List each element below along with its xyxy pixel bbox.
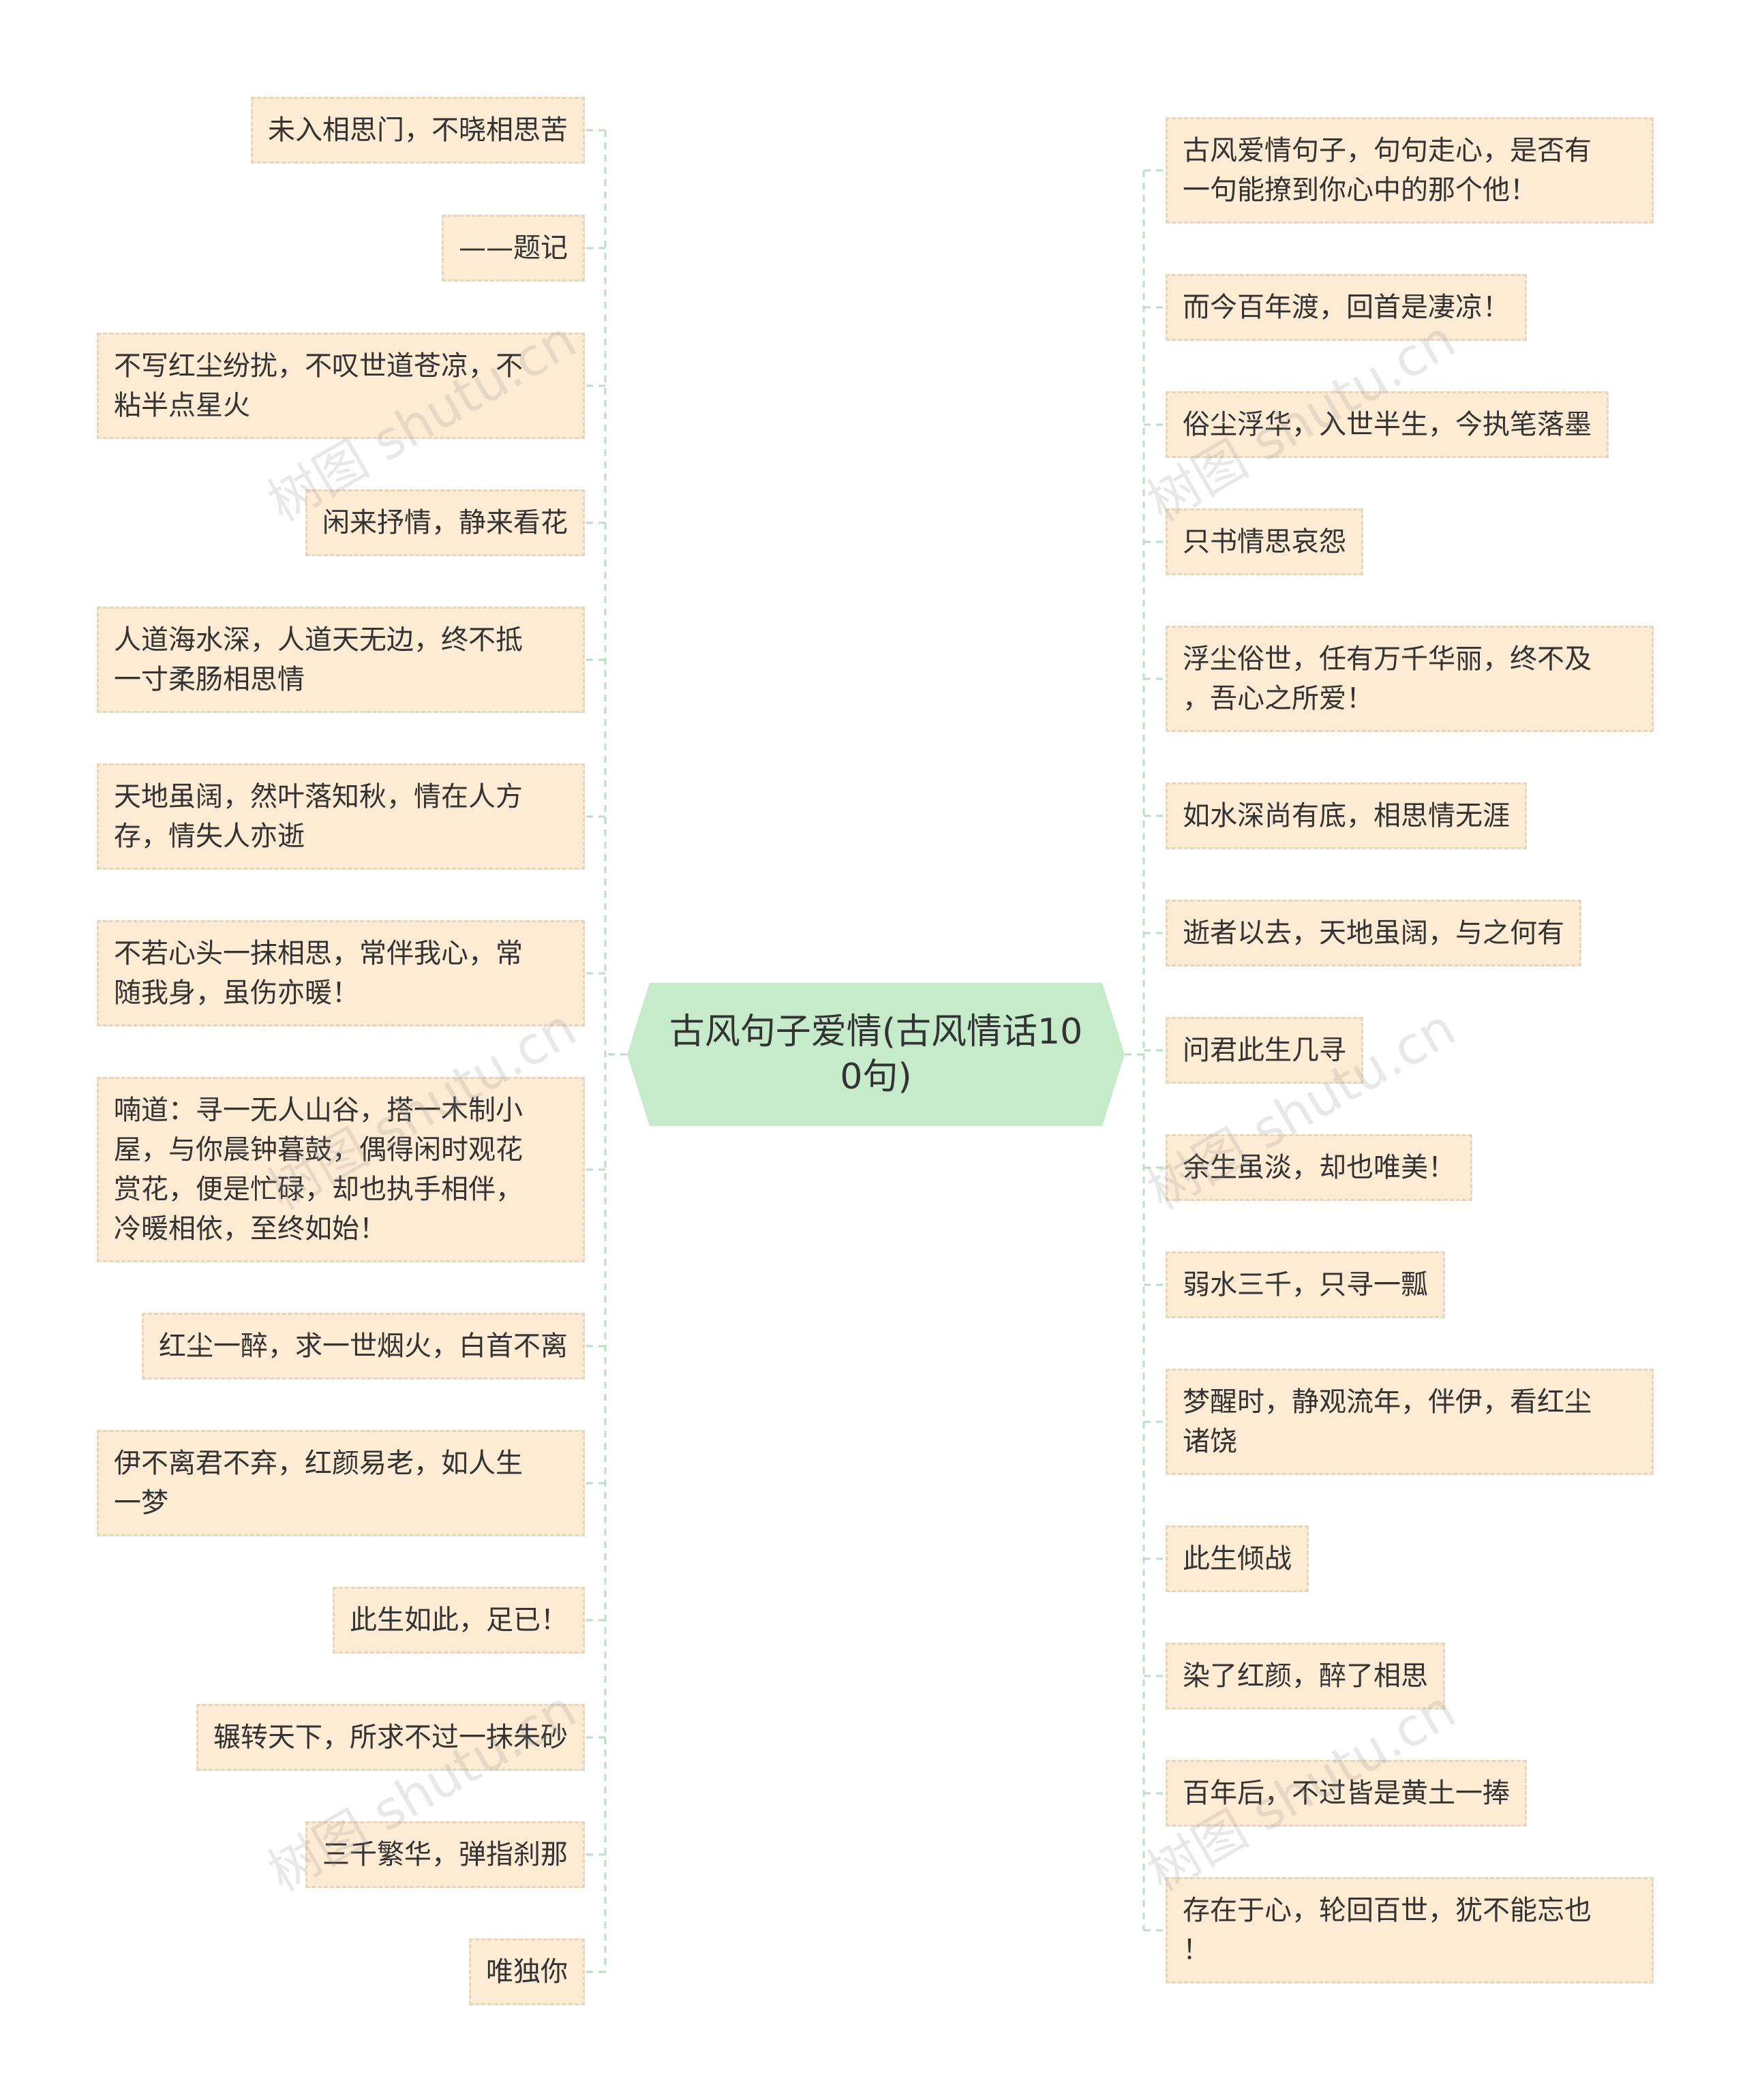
- left-branch-node[interactable]: 不若心头一抹相思，常伴我心，常 随我身，虽伤亦暖！: [97, 920, 585, 1026]
- left-branch-node[interactable]: 三千繁华，弹指刹那: [305, 1821, 585, 1888]
- left-branch-node[interactable]: 喃道：寻一无人山谷，搭一木制小 屋，与你晨钟暮鼓，偶得闲时观花 赏花，便是忙碌，…: [97, 1077, 585, 1262]
- right-branch-node[interactable]: 浮尘俗世，任有万千华丽，终不及 ，吾心之所爱！: [1166, 626, 1654, 732]
- right-branch-node[interactable]: 如水深尚有底，相思情无涯: [1166, 782, 1527, 849]
- right-branch-node[interactable]: 弱水三千，只寻一瓢: [1166, 1251, 1445, 1318]
- right-branch-node[interactable]: 梦醒时，静观流年，伴伊，看红尘 诸饶: [1166, 1369, 1654, 1475]
- right-branch-node[interactable]: 问君此生几寻: [1166, 1017, 1363, 1084]
- right-branch-node[interactable]: 百年后，不过皆是黄土一捧: [1166, 1760, 1527, 1827]
- right-branch-node[interactable]: 存在于心，轮回百世，犹不能忘也 ！: [1166, 1877, 1654, 1983]
- right-branch-node[interactable]: 逝者以去，天地虽阔，与之何有: [1166, 900, 1581, 967]
- left-branch-node[interactable]: 未入相思门，不晓相思苦: [251, 97, 585, 164]
- right-branch-node[interactable]: 染了红颜，醉了相思: [1166, 1643, 1445, 1709]
- right-branch-node[interactable]: 古风爱情句子，句句走心，是否有 一句能撩到你心中的那个他！: [1166, 117, 1654, 224]
- central-topic-text: 古风句子爱情(古风情话10 0句): [669, 1011, 1083, 1097]
- right-branch-node[interactable]: 此生倾战: [1166, 1525, 1309, 1592]
- left-branch-node[interactable]: 唯独你: [469, 1938, 585, 2005]
- left-branch-node[interactable]: 此生如此，足已！: [333, 1587, 585, 1654]
- left-branch-node[interactable]: 闲来抒情，静来看花: [305, 489, 585, 556]
- left-branch-node[interactable]: 伊不离君不弃，红颜易老，如人生 一梦: [97, 1430, 585, 1536]
- right-branch-node[interactable]: 只书情思哀怨: [1166, 508, 1363, 575]
- right-branch-node[interactable]: 而今百年渡，回首是凄凉！: [1166, 274, 1527, 341]
- left-branch-node[interactable]: 人道海水深，人道天无边，终不抵 一寸柔肠相思情: [97, 607, 585, 713]
- right-branch-node[interactable]: 余生虽淡，却也唯美！: [1166, 1134, 1472, 1201]
- left-branch-node[interactable]: 天地虽阔，然叶落知秋，情在人方 存，情失人亦逝: [97, 763, 585, 870]
- left-branch-node[interactable]: 不写红尘纷扰，不叹世道苍凉，不 粘半点星火: [97, 333, 585, 439]
- left-branch-node[interactable]: 辗转天下，所求不过一抹朱砂: [196, 1704, 585, 1771]
- left-branch-node[interactable]: 红尘一醉，求一世烟火，白首不离: [142, 1313, 585, 1380]
- right-branch-node[interactable]: 俗尘浮华，入世半生，今执笔落墨: [1166, 391, 1609, 458]
- left-branch-node[interactable]: ——题记: [442, 215, 585, 281]
- central-topic[interactable]: 古风句子爱情(古风情话10 0句): [627, 983, 1125, 1126]
